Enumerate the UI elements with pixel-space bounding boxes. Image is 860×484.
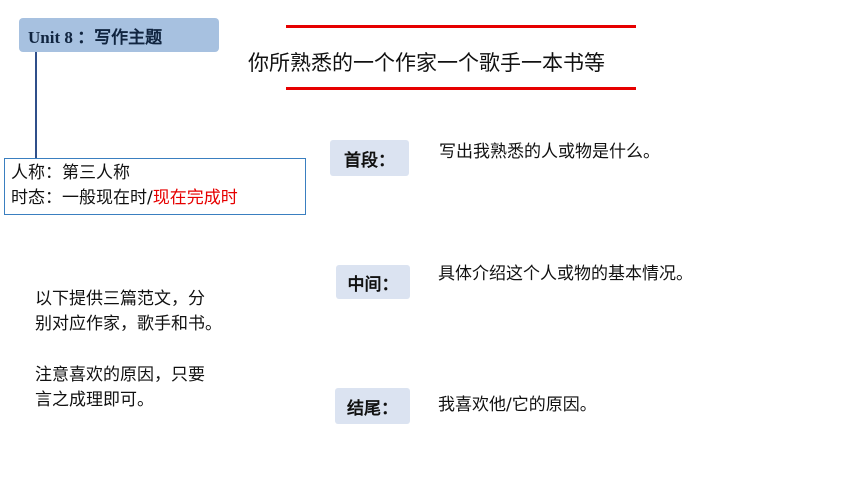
- title-top-rule: [286, 25, 636, 28]
- section-desc-ending: 我喜欢他/它的原因。: [438, 395, 597, 415]
- note-line-2: 别对应作家，歌手和书。: [35, 314, 222, 334]
- tense-prefix: 时态：一般现在时/: [11, 188, 153, 208]
- note-line-3: 注意喜欢的原因，只要: [35, 365, 205, 385]
- person-tense-box: 人称：第三人称 时态：一般现在时/现在完成时: [4, 158, 306, 215]
- note-paragraph-2: 注意喜欢的原因，只要 言之成理即可。: [35, 363, 280, 413]
- section-tag-opening: 首段：: [330, 140, 409, 176]
- tense-highlight: 现在完成时: [152, 188, 238, 208]
- section-tag-middle: 中间：: [336, 265, 410, 299]
- section-desc-opening: 写出我熟悉的人或物是什么。: [439, 142, 660, 162]
- topic-title: 你所熟悉的一个作家一个歌手一本书等: [248, 51, 605, 75]
- section-tag-ending: 结尾：: [335, 388, 410, 424]
- note-line-4: 言之成理即可。: [35, 390, 154, 410]
- connector-line: [35, 52, 37, 159]
- title-bottom-rule: [286, 87, 636, 90]
- unit-label: Unit 8 ：写作主题: [28, 27, 163, 47]
- note-line-1: 以下提供三篇范文，分: [35, 289, 205, 309]
- person-line: 人称：第三人称: [11, 163, 130, 183]
- unit-badge: Unit 8 ：写作主题: [19, 18, 219, 52]
- note-paragraph-1: 以下提供三篇范文，分 别对应作家，歌手和书。: [35, 287, 280, 337]
- section-desc-middle: 具体介绍这个人或物的基本情况。: [438, 264, 693, 284]
- tense-line: 时态：一般现在时/现在完成时: [11, 186, 305, 211]
